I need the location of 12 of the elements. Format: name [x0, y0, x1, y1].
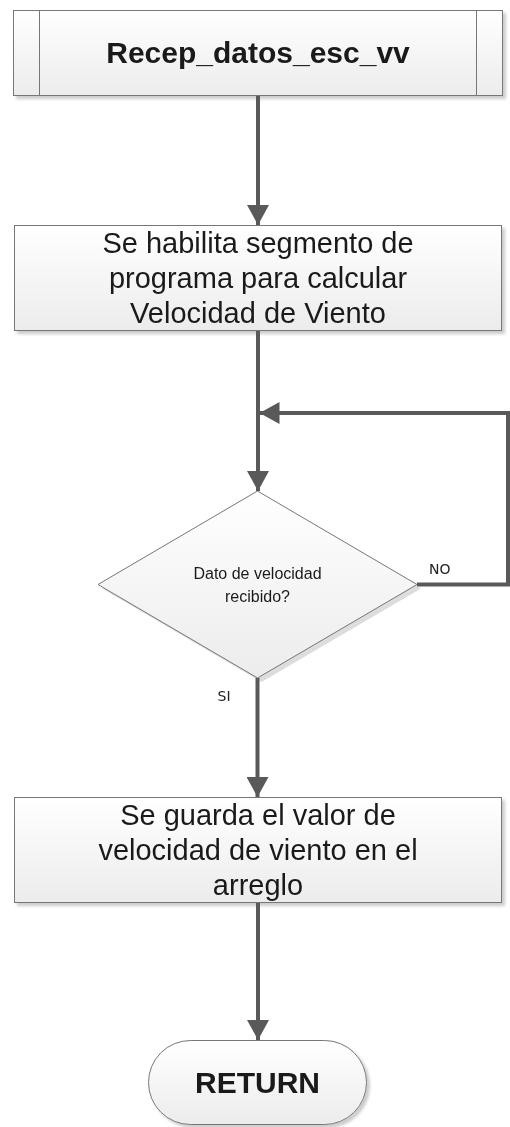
arrow — [247, 96, 269, 225]
terminal-label: RETURN — [195, 1065, 320, 1100]
process-box — [14, 225, 502, 331]
subroutine-box — [13, 10, 503, 96]
arrow — [247, 331, 269, 491]
subroutine-label: Recep_datos_esc_vv — [106, 36, 410, 70]
process-box — [14, 797, 502, 903]
arrow — [246, 678, 269, 797]
arrow — [247, 903, 269, 1040]
edge-label: SI — [215, 688, 233, 704]
process-text: Se habilita segmento de programa para calcular Velocidad de Viento — [101, 225, 415, 331]
process-text: Se guarda el valor de velocidad de viento en el arreglo — [97, 797, 419, 903]
